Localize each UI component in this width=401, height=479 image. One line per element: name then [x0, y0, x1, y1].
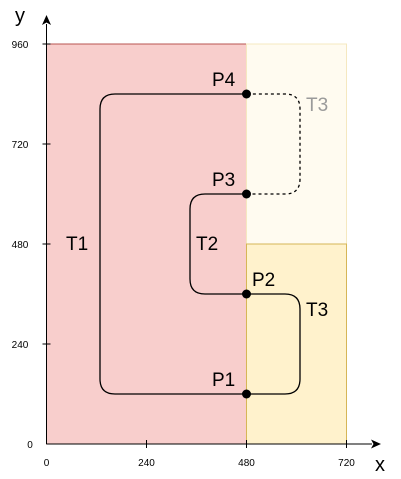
- bottom-right-region: [246, 243, 347, 445]
- path-label-t3-upper: T3: [306, 95, 328, 116]
- path-t3-lower: [246, 293, 301, 395]
- left-region: [46, 43, 247, 445]
- path-t2: [189, 193, 247, 295]
- path-label-t2: T2: [196, 234, 218, 255]
- top-right-region: [246, 43, 347, 245]
- point-p2: [242, 289, 251, 299]
- y-tick-label: 960: [12, 40, 29, 51]
- point-p4: [242, 89, 251, 99]
- y-tick-label: 720: [12, 140, 29, 151]
- point-label-p2: P2: [252, 270, 275, 291]
- point-label-p4: P4: [212, 70, 236, 91]
- y-axis: 0 240 480 720 960 y: [12, 5, 51, 451]
- path-label-t1: T1: [66, 234, 88, 255]
- x-axis-label: x: [375, 454, 385, 476]
- x-tick-label: 480: [238, 458, 255, 469]
- point-p1: [242, 389, 251, 399]
- x-tick-label: 0: [44, 458, 50, 469]
- y-tick-label: 480: [12, 240, 29, 251]
- x-tick-label: 720: [338, 458, 355, 469]
- path-t3-upper-dashed: [246, 93, 301, 195]
- point-label-p1: P1: [212, 370, 235, 391]
- y-tick-label: 0: [27, 440, 33, 451]
- y-axis-arrow-icon: [42, 15, 51, 25]
- x-axis: 0 240 480 720 x: [44, 439, 385, 476]
- path-t1: [99, 93, 247, 395]
- y-axis-label: y: [15, 5, 25, 27]
- y-tick-label: 240: [12, 340, 29, 351]
- point-p3: [242, 189, 251, 199]
- point-label-p3: P3: [212, 170, 235, 191]
- x-tick-label: 240: [138, 458, 155, 469]
- x-axis-arrow-icon: [371, 439, 381, 449]
- path-label-t3-lower: T3: [306, 300, 328, 321]
